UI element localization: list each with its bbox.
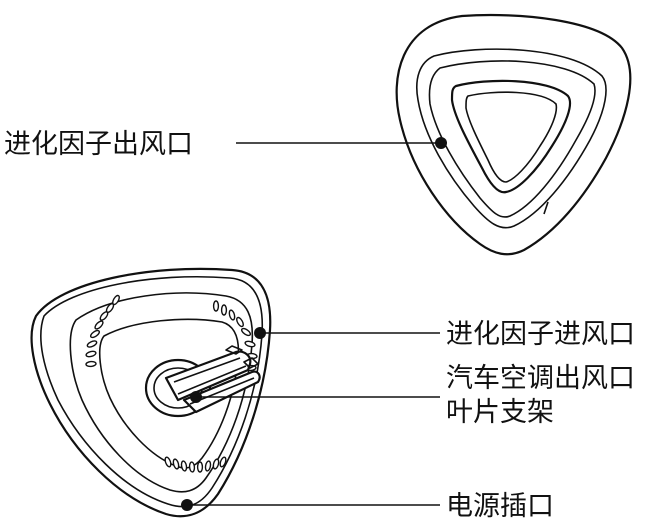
front-rim <box>416 48 607 229</box>
front-indicator-tick <box>543 201 549 215</box>
power-port-label: 电源插口 <box>446 491 554 522</box>
device-front-view <box>395 13 632 256</box>
device-back-view <box>30 267 272 518</box>
front-inner-bevel <box>465 91 558 183</box>
back-inner-panel <box>98 318 240 469</box>
front-inner-panel <box>450 79 572 194</box>
clip-bracket-label-line1: 汽车空调出风口 <box>446 363 635 394</box>
vent-slots-left <box>85 294 120 368</box>
outlet-vent-label: 进化因子进风口 <box>446 319 635 350</box>
back-shell-edge <box>40 275 264 508</box>
inlet-vent-label: 进化因子出风口 <box>4 129 193 160</box>
vent-slots-bottom <box>164 456 227 473</box>
front-vent-ring <box>428 60 596 218</box>
clip-bracket-label-line2: 叶片支架 <box>446 397 554 428</box>
